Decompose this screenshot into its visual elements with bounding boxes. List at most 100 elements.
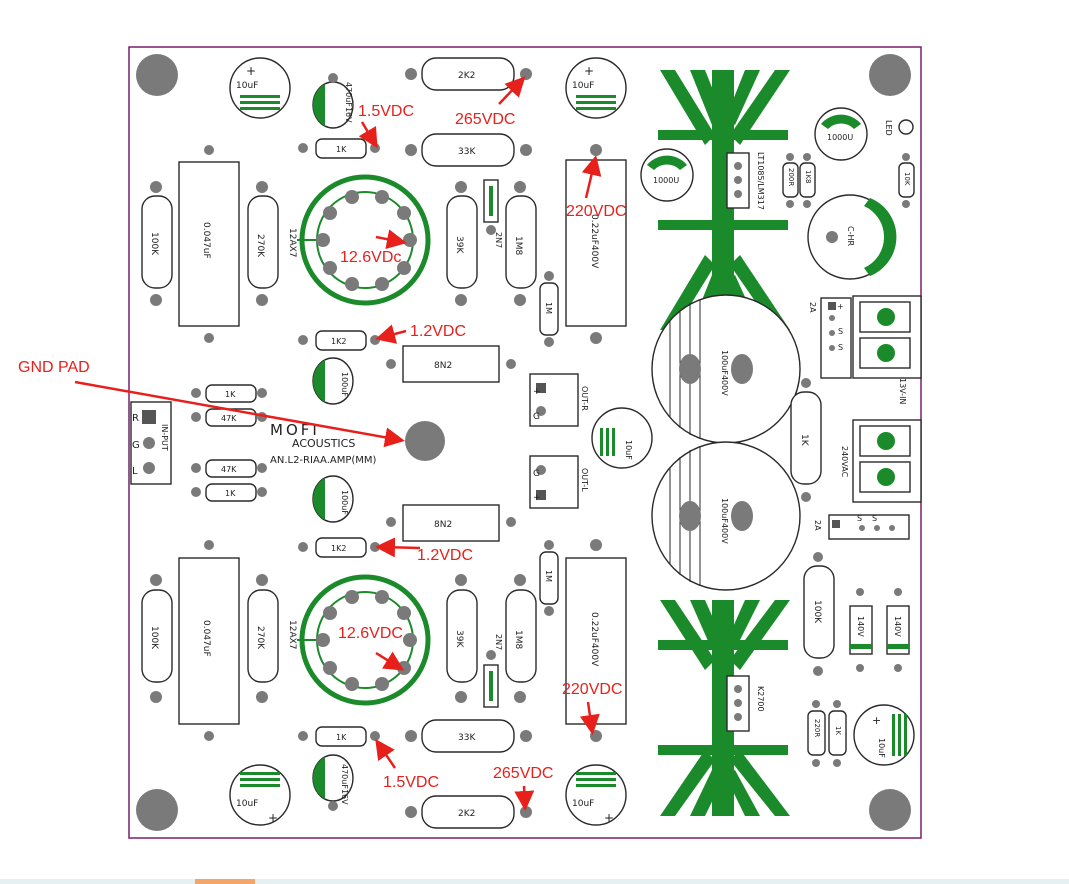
annotation-265vdc-top: 265VDC <box>455 111 515 128</box>
annotation-12-6vdc-bottom: 12.6VDC <box>338 625 403 642</box>
svg-text:10K: 10K <box>903 172 911 186</box>
svg-text:140V: 140V <box>856 616 865 637</box>
svg-text:0.047uF: 0.047uF <box>201 620 211 657</box>
svg-text:K2700: K2700 <box>756 686 765 712</box>
svg-text:S: S <box>838 327 843 336</box>
svg-text:47K: 47K <box>221 414 237 423</box>
svg-text:2N7: 2N7 <box>494 232 503 248</box>
svg-text:10uF: 10uF <box>572 81 594 91</box>
annotation-1-2vdc-bottom: 1.2VDC <box>417 547 473 564</box>
svg-text:8N2: 8N2 <box>434 361 452 371</box>
svg-text:2N7: 2N7 <box>494 634 503 650</box>
annotation-220vdc-top: 220VDC <box>566 203 626 220</box>
svg-text:OUT-R: OUT-R <box>580 386 589 411</box>
svg-text:10uF: 10uF <box>572 799 594 809</box>
brand-model: AN.L2-RIAA.AMP(MM) <box>270 455 377 466</box>
svg-text:100uF: 100uF <box>340 372 349 397</box>
svg-text:L: L <box>132 466 138 477</box>
svg-text:G: G <box>132 440 140 451</box>
svg-text:OUT-L: OUT-L <box>580 468 589 492</box>
svg-text:LED: LED <box>884 120 893 136</box>
svg-text:140V: 140V <box>893 616 902 637</box>
svg-text:1K: 1K <box>225 489 236 498</box>
svg-text:220R: 220R <box>813 719 821 737</box>
svg-text:100uF400V: 100uF400V <box>720 498 729 544</box>
svg-text:1K8: 1K8 <box>804 170 812 184</box>
svg-text:33K: 33K <box>458 147 476 157</box>
svg-text:100uF400V: 100uF400V <box>720 350 729 396</box>
svg-text:2K2: 2K2 <box>458 71 475 81</box>
svg-text:LT1085/LM317: LT1085/LM317 <box>756 152 765 210</box>
voltage-annotations: GND PAD 1.5VDC 265VDC 220VDC 12.6VDc 1.2… <box>18 76 626 811</box>
svg-text:+: + <box>872 714 881 727</box>
svg-text:0.22uF400V: 0.22uF400V <box>589 612 599 667</box>
svg-text:39K: 39K <box>454 236 464 254</box>
svg-text:+: + <box>604 811 614 825</box>
svg-text:10uF: 10uF <box>236 799 258 809</box>
svg-text:100uF: 100uF <box>340 490 349 515</box>
svg-text:39K: 39K <box>454 630 464 648</box>
annotation-265vdc-bottom: 265VDC <box>493 765 553 782</box>
svg-text:0.047uF: 0.047uF <box>201 222 211 259</box>
silk-10uf: 10uF <box>236 81 258 91</box>
bottom-channel: 100uF 8N2 1K2 0.047uF 100K 270K 12AX7 <box>141 475 627 829</box>
annotation-1-2vdc-top: 1.2VDC <box>410 323 466 340</box>
svg-text:1K: 1K <box>336 733 347 742</box>
svg-text:+: + <box>268 811 278 825</box>
svg-text:1M: 1M <box>544 570 553 582</box>
brand-logo: MOFI <box>270 421 320 439</box>
svg-text:1000U: 1000U <box>653 176 679 185</box>
svg-text:+: + <box>533 387 541 397</box>
svg-text:240VAC: 240VAC <box>840 446 849 478</box>
svg-text:1M8: 1M8 <box>513 236 523 255</box>
svg-text:2A: 2A <box>813 520 822 531</box>
heatsink-bottom <box>658 600 790 816</box>
svg-text:1K: 1K <box>336 145 347 154</box>
gnd-pad-arrow <box>74 380 405 448</box>
svg-text:10uF: 10uF <box>877 738 886 758</box>
svg-text:470uF16V: 470uF16V <box>344 82 353 123</box>
svg-text:G: G <box>533 412 540 422</box>
svg-text:470uF16V: 470uF16V <box>340 764 349 805</box>
top-channel: 10uF + 470uF16V 2K2 1K 33K 10uF + 100K <box>141 57 627 405</box>
svg-text:G: G <box>533 469 540 479</box>
gnd-pad-label: GND PAD <box>18 359 90 376</box>
annotation-220vdc-bottom: 220VDC <box>562 681 622 698</box>
svg-text:100K: 100K <box>149 626 159 650</box>
svg-text:R: R <box>132 413 139 424</box>
svg-text:1000U: 1000U <box>827 133 853 142</box>
bottom-strip <box>0 879 1069 884</box>
svg-text:47K: 47K <box>221 465 237 474</box>
svg-text:+: + <box>246 64 256 78</box>
svg-text:100K: 100K <box>812 600 822 624</box>
svg-text:12AX7: 12AX7 <box>287 620 297 650</box>
brand-name: ACOUSTICS <box>292 437 355 450</box>
svg-text:1M: 1M <box>544 302 553 314</box>
svg-text:0.22uF400V: 0.22uF400V <box>589 214 599 269</box>
power-supply: LT1085/LM317 1000U 1000U 200R 1K8 LED 10… <box>640 70 922 816</box>
svg-text:S: S <box>857 514 862 523</box>
annotation-12-6vdc-top: 12.6VDc <box>340 249 401 266</box>
svg-text:1K: 1K <box>799 434 809 447</box>
svg-text:C-HR: C-HR <box>846 226 855 246</box>
svg-text:S: S <box>838 343 843 352</box>
input-area: 1K 47K 47K 1K R G L IN-PUT MOFI ACOUSTIC… <box>130 373 653 509</box>
svg-text:2A: 2A <box>808 302 817 313</box>
svg-text:S: S <box>872 514 877 523</box>
svg-text:1K: 1K <box>834 726 842 735</box>
svg-text:+: + <box>533 493 541 503</box>
bottom-strip-accent <box>195 879 255 884</box>
annotation-1-5vdc-top: 1.5VDC <box>358 103 414 120</box>
svg-text:1K: 1K <box>225 390 236 399</box>
svg-text:12AX7: 12AX7 <box>287 228 297 258</box>
svg-text:+: + <box>837 302 844 311</box>
gnd-pad <box>405 421 445 461</box>
svg-text:1K2: 1K2 <box>331 544 346 553</box>
svg-text:8N2: 8N2 <box>434 520 452 530</box>
mounting-holes <box>136 54 911 831</box>
svg-text:IN-PUT: IN-PUT <box>160 424 169 451</box>
svg-text:10uF: 10uF <box>624 440 633 460</box>
svg-text:270K: 270K <box>255 626 265 650</box>
svg-text:13V-IN: 13V-IN <box>898 378 907 404</box>
